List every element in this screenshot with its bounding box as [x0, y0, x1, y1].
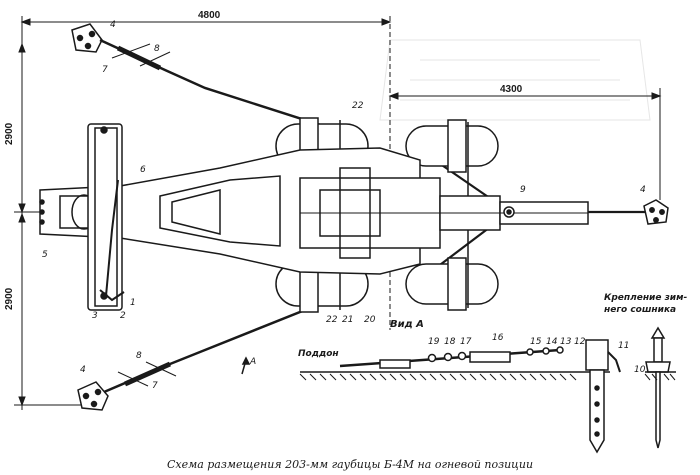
callout-16: 16	[492, 333, 504, 343]
callout-21: 21	[342, 315, 353, 325]
callout-14: 14	[546, 337, 558, 347]
winter-anchor-detail	[644, 326, 676, 449]
callout-7-bottom: 7	[152, 381, 158, 391]
view-arrow-label: А	[249, 357, 256, 367]
callout-8-bottom: 8	[136, 351, 142, 361]
dimension-height-top: 2900	[4, 122, 15, 145]
dimension-height-bottom: 2900	[4, 287, 15, 310]
callout-6: 6	[140, 165, 146, 175]
callout-20: 20	[364, 315, 376, 325]
callout-4-top: 4	[110, 20, 116, 30]
gun-barrel	[299, 167, 589, 259]
callout-9: 9	[520, 185, 526, 195]
callout-1: 1	[130, 298, 136, 308]
callout-12: 12	[574, 337, 586, 347]
spade-chain	[99, 179, 125, 302]
ground-section	[299, 339, 621, 454]
dimension-width-left: 4800	[198, 10, 221, 21]
view-arrow-icon	[241, 356, 251, 375]
anchor-stake-right	[643, 199, 669, 225]
dimension-width-right: 4300	[500, 84, 523, 95]
callout-10: 10	[634, 365, 646, 375]
figure-caption: Схема размещения 203-мм гаубицы Б-4М на …	[167, 458, 533, 471]
callout-8-top: 8	[154, 44, 160, 54]
callout-4-bottom: 4	[80, 365, 86, 375]
callout-3: 3	[92, 311, 98, 321]
callout-18: 18	[444, 337, 456, 347]
callout-22-top: 22	[352, 101, 364, 111]
callout-15: 15	[530, 337, 542, 347]
callouts: 4 8 7 22 6 5 9 4 3 2 1 22 21 20 8 7 4 19…	[42, 20, 646, 391]
winter-anchor-title-line1: Крепление зим-	[604, 293, 687, 303]
callout-5: 5	[42, 250, 48, 260]
anchor-stake-bottom-left	[77, 381, 109, 411]
anchor-stake-top-left	[71, 23, 103, 53]
callout-17: 17	[460, 337, 472, 347]
callout-19: 19	[428, 337, 440, 347]
callout-22-bottom: 22	[326, 315, 338, 325]
callout-13: 13	[560, 337, 572, 347]
ground-label: Поддон	[298, 349, 339, 359]
callout-7-top: 7	[102, 65, 108, 75]
winter-anchor-title-line2: него сошника	[604, 305, 676, 315]
callout-4-right: 4	[640, 185, 646, 195]
callout-11: 11	[618, 341, 629, 351]
callout-2: 2	[120, 311, 126, 321]
view-label: Вид А	[390, 319, 424, 330]
